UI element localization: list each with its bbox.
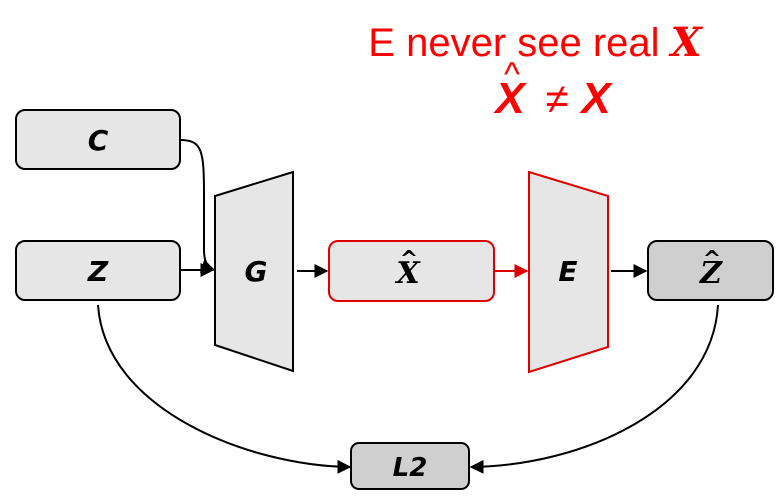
node-zhat: Z ^	[647, 240, 774, 301]
caption-line-1-symbol: X	[668, 19, 704, 66]
caption-not-equal: ≠	[545, 75, 568, 122]
node-zhat-accent: ^	[703, 247, 721, 272]
node-zhat-box	[647, 240, 774, 301]
node-e-label: E	[558, 255, 577, 288]
node-e-shape	[528, 170, 609, 374]
node-xhat-label: X	[394, 256, 421, 291]
arrow-zhat-to-l2	[469, 304, 719, 474]
caption-xhat-symbol: X	[492, 74, 527, 123]
node-c: C	[15, 109, 181, 170]
node-xhat-box	[328, 240, 495, 302]
node-l2-label: L2	[393, 453, 428, 483]
node-l2: L2	[350, 442, 470, 490]
node-c-box	[15, 109, 181, 170]
node-l2-box	[350, 442, 470, 490]
node-g-label: G	[245, 255, 268, 288]
node-z: Z	[15, 240, 181, 301]
arrow-z-to-l2	[97, 304, 352, 474]
node-g: G	[214, 170, 294, 373]
arrow-c-to-g	[179, 139, 216, 273]
node-z-box	[15, 240, 181, 301]
node-c-label: C	[88, 124, 109, 157]
caption-line-1: E never see real X	[368, 19, 703, 66]
node-xhat: X ^	[328, 240, 495, 302]
node-zhat-label: Z	[699, 256, 723, 291]
caption-line-2: X ^ ≠ X	[492, 56, 613, 123]
caption-x-symbol: X	[578, 74, 613, 123]
node-g-shape	[214, 170, 294, 373]
caption-xhat-accent: ^	[504, 56, 520, 94]
caption-line-1-text: E never see real	[368, 21, 670, 65]
node-z-label: Z	[87, 255, 109, 288]
node-xhat-accent: ^	[400, 247, 418, 272]
node-e: E	[528, 170, 609, 374]
